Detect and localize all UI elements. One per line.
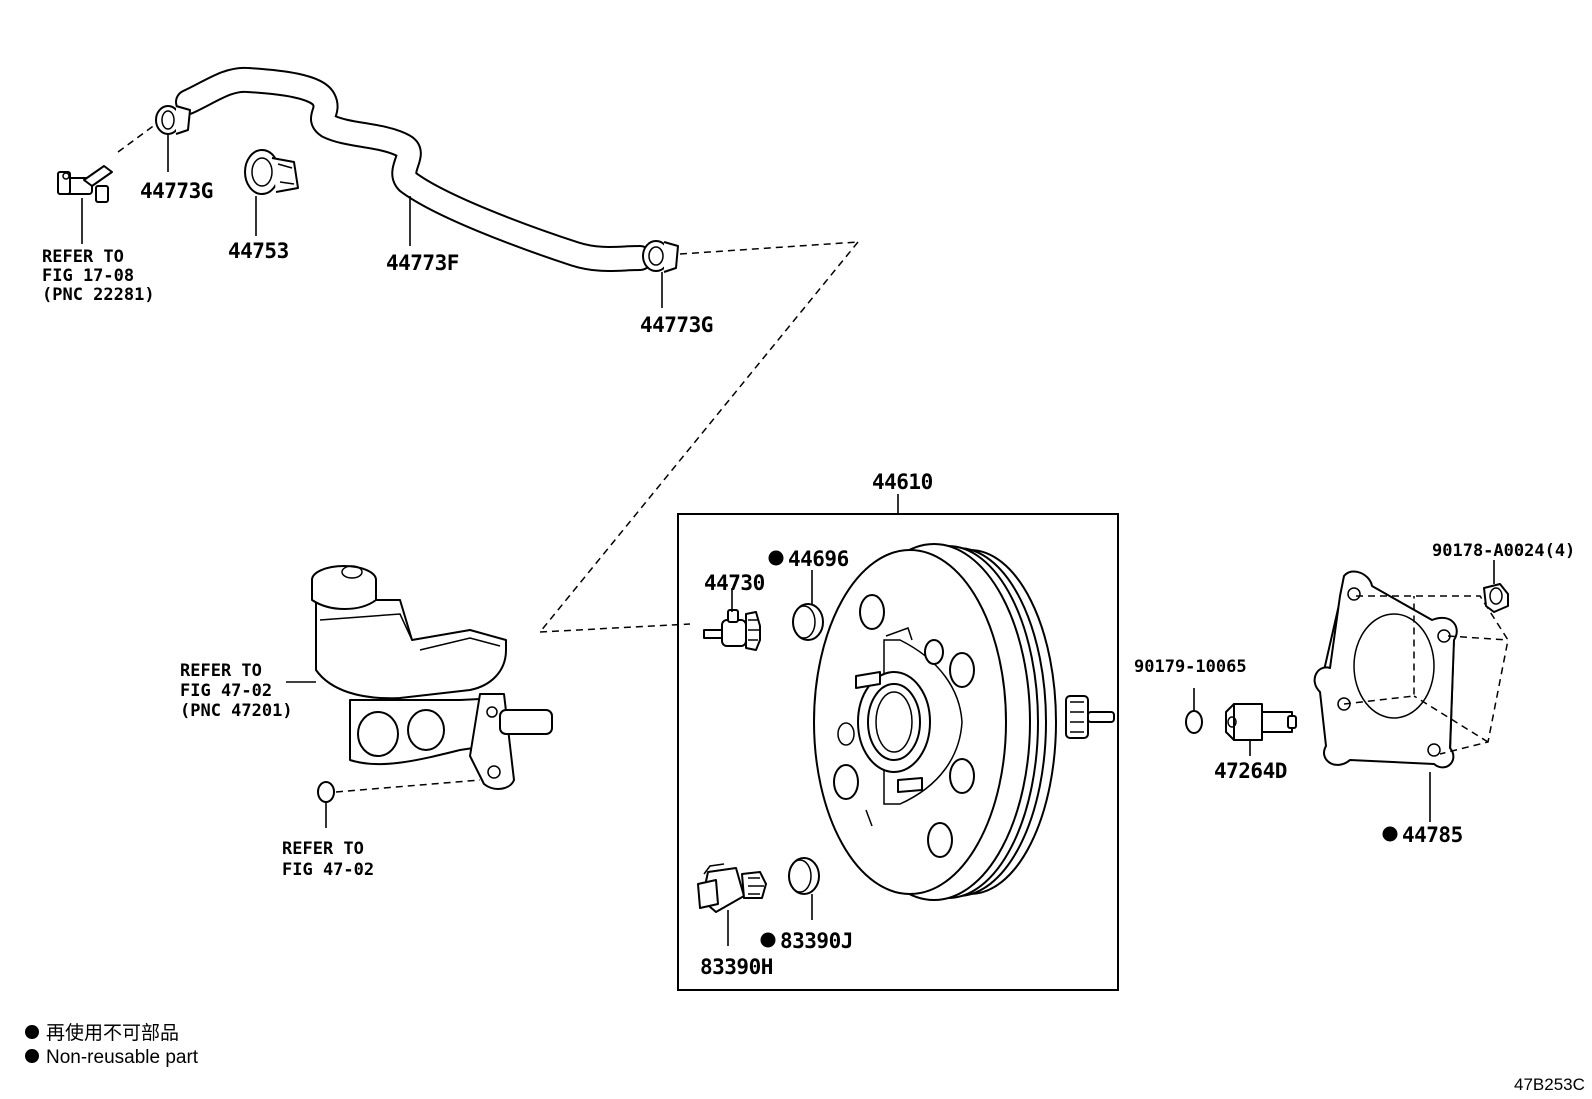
non-reusable-marker-83390J — [760, 932, 776, 948]
label-clamp-upper-right: 44773G — [640, 313, 713, 337]
svg-text:REFER TO: REFER TO — [42, 247, 124, 267]
label-hose-clamp: 44753 — [228, 239, 289, 263]
cylinder-cap-icon — [317, 781, 335, 803]
reference-fig-17-08: REFER TO FIG 17-08 (PNC 22281) — [42, 247, 155, 305]
reference-fig-47-02-pnc: REFER TO FIG 47-02 (PNC 47201) — [180, 661, 293, 721]
label-check-valve: 44730 — [704, 571, 765, 595]
legend: 再使用不可部品 Non-reusable part — [25, 1022, 199, 1068]
gasket-nut-dashed-lines — [1343, 595, 1509, 755]
nut-icon — [1483, 583, 1509, 613]
svg-text:REFER TO: REFER TO — [180, 661, 262, 681]
label-gasket: 44785 — [1402, 823, 1463, 847]
connector-dashed-line — [117, 123, 157, 153]
hose-clamp-icon — [244, 149, 299, 195]
label-vacuum-sensor-grommet: 83390J — [780, 929, 853, 953]
legend-bullet-icon — [25, 1025, 39, 1039]
label-vacuum-sensor: 83390H — [700, 955, 773, 979]
vacuum-sensor-icon — [697, 863, 767, 913]
legend-english: Non-reusable part — [46, 1047, 199, 1068]
svg-text:FIG 47-02: FIG 47-02 — [282, 860, 374, 880]
vacuum-sensor-grommet-icon — [788, 857, 820, 895]
svg-text:REFER TO: REFER TO — [282, 839, 364, 859]
legend-japanese: 再使用不可部品 — [46, 1022, 179, 1044]
diagram-code: 47B253C — [1514, 1075, 1585, 1094]
svg-text:(PNC 47201): (PNC 47201) — [180, 701, 293, 721]
label-pin: 90179-10065 — [1134, 657, 1247, 677]
clamp-upper-right-icon — [642, 240, 679, 273]
svg-text:FIG 17-08: FIG 17-08 — [42, 266, 134, 286]
vacuum-connector-fitting — [57, 165, 113, 203]
non-reusable-marker-44696 — [768, 550, 784, 566]
legend-bullet-icon — [25, 1049, 39, 1063]
svg-text:(PNC 22281): (PNC 22281) — [42, 285, 155, 305]
label-brake-booster: 44610 — [872, 470, 933, 494]
clevis-icon — [1225, 703, 1297, 741]
label-seal-check-valve: 44696 — [788, 547, 849, 571]
pin-icon — [1185, 710, 1203, 734]
label-vacuum-hose: 44773F — [386, 251, 459, 275]
svg-text:FIG 47-02: FIG 47-02 — [180, 681, 272, 701]
vacuum-hose — [175, 66, 653, 272]
clamp-upper-left-icon — [155, 105, 191, 135]
label-nut: 90178-A0024(4) — [1432, 541, 1575, 561]
master-cylinder-icon — [311, 565, 553, 790]
gasket-icon — [1313, 570, 1458, 769]
check-valve-icon — [703, 609, 761, 651]
label-clevis: 47264D — [1214, 759, 1287, 783]
check-valve-grommet-icon — [792, 603, 824, 641]
label-clamp-upper-left: 44773G — [140, 179, 213, 203]
brake-booster-icon — [813, 543, 1115, 901]
hose-to-booster-dashed-line — [679, 241, 859, 255]
non-reusable-marker-44785 — [1382, 826, 1398, 842]
reference-fig-47-02: REFER TO FIG 47-02 — [282, 839, 374, 880]
